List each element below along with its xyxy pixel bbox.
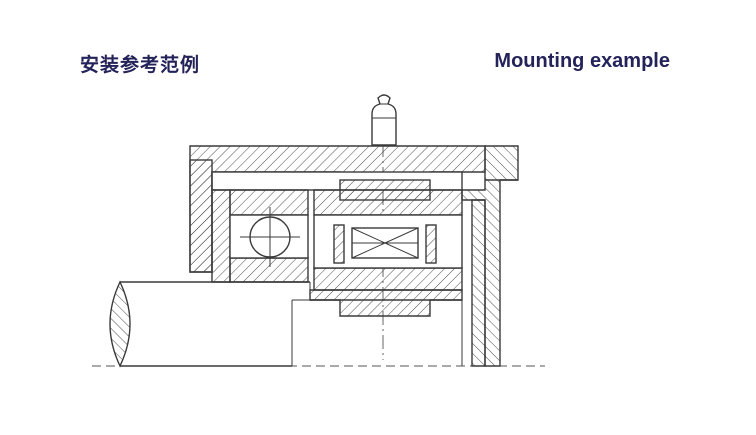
inner-race: [309, 289, 463, 366]
shaft: [109, 280, 311, 368]
clutch-body: [313, 189, 463, 291]
grease-nipple: [371, 94, 397, 146]
ball-bearing: [211, 189, 309, 283]
title-chinese: 安装参考范例: [80, 54, 201, 76]
end-cap: [189, 159, 213, 273]
title-english: Mounting example: [494, 50, 670, 72]
